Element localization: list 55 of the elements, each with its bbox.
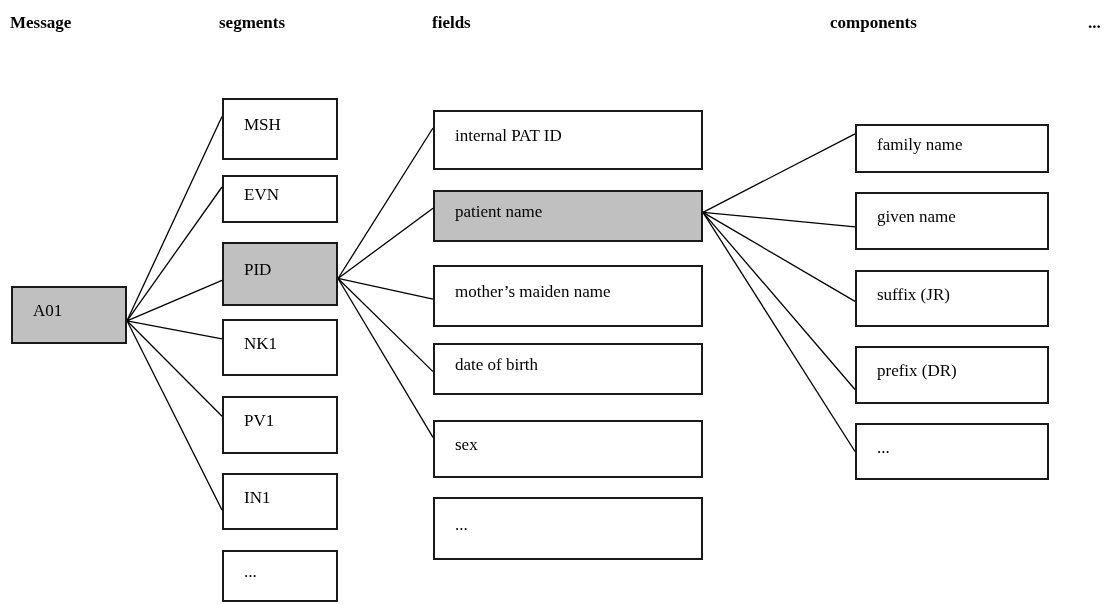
node-label: NK1 [244,332,278,355]
tree-node-box [855,124,1049,173]
node-label: PV1 [244,410,275,432]
tree-node-box [11,286,127,344]
connector-line [126,320,223,417]
node-label: PID [244,259,272,281]
connector-line [126,320,223,340]
connector-line [702,211,856,302]
tree-node-box [222,550,338,602]
node-label: ... [877,436,890,459]
tree-node-box [855,270,1049,327]
tree-node-box [855,192,1049,250]
tree-node-box [222,396,338,454]
connector-line [702,211,856,453]
node-label: IN1 [244,486,271,509]
node-label: EVN [244,184,279,206]
connector-line [702,211,856,228]
connector-line [126,186,223,322]
tree-node-box [433,497,703,560]
connector-line [702,211,856,391]
node-label: ... [455,513,468,536]
column-heading: segments [219,12,286,34]
tree-node-box [222,98,338,160]
node-label: given name [877,206,956,228]
connector-line [702,133,856,213]
node-label: internal PAT ID [455,125,562,147]
column-heading: Message [10,12,72,34]
connector-line [337,207,434,280]
node-label: ... [244,561,257,583]
node-label: sex [455,434,478,456]
connector-line [337,277,434,300]
connector-line [126,279,223,322]
connector-line [337,277,434,373]
tree-node-box [433,265,703,327]
node-label: patient name [455,201,543,223]
tree-node-box [855,423,1049,480]
node-label: suffix (JR) [877,283,950,306]
node-label: A01 [33,300,63,322]
tree-node-box [222,319,338,376]
tree-node-box [855,346,1049,404]
column-heading: components [830,12,917,34]
tree-node-box [433,343,703,395]
node-label: mother’s maiden name [455,281,611,303]
tree-node-box [222,473,338,530]
tree-node-box [433,190,703,242]
node-label: prefix (DR) [877,360,957,382]
tree-node-box [433,420,703,478]
node-label: MSH [244,114,281,136]
tree-node-box [222,242,338,306]
node-label: date of birth [455,354,539,376]
tree-node-box [433,110,703,170]
node-label: family name [877,133,963,156]
column-heading: fields [432,12,471,34]
column-heading: ... [1088,12,1101,34]
tree-node-box [222,175,338,223]
